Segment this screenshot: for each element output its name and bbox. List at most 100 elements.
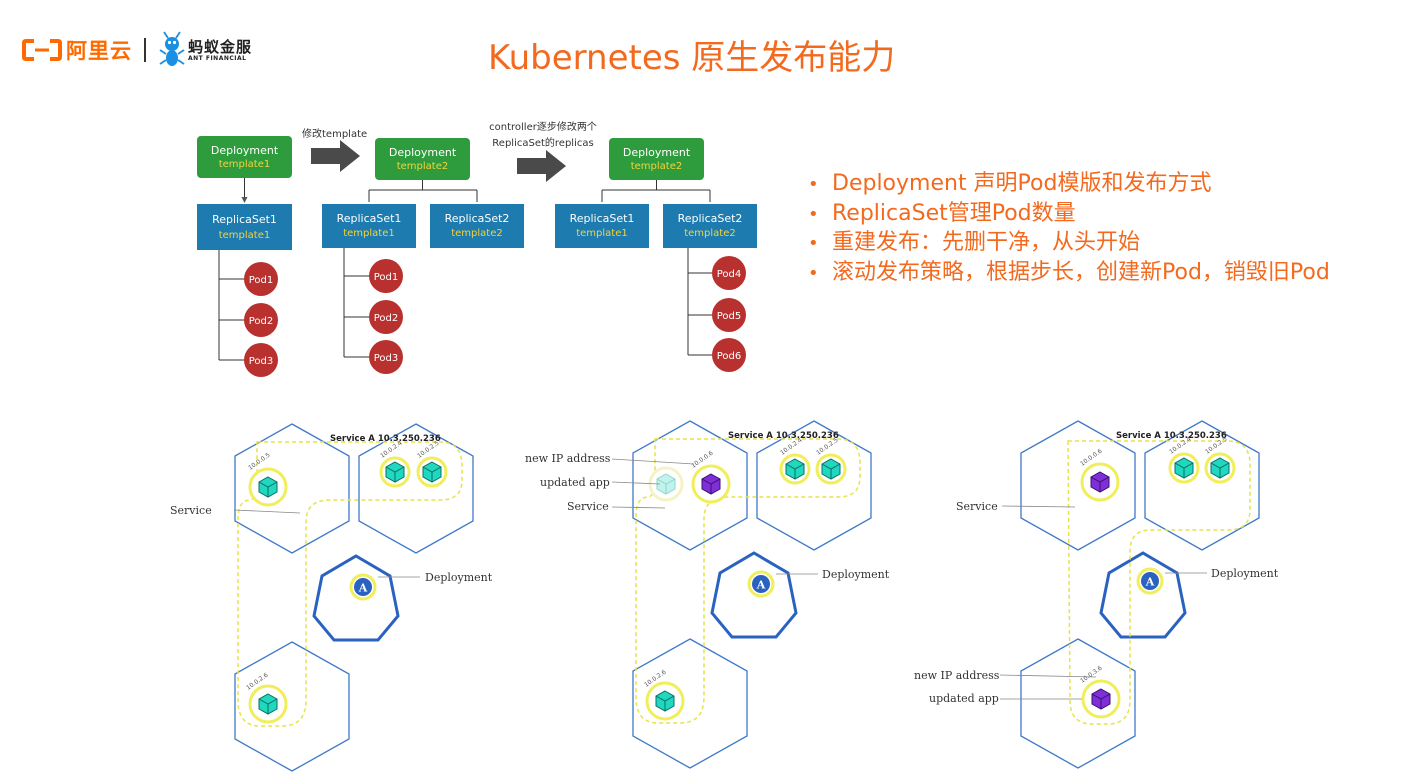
deployment-template: template2 <box>631 161 683 172</box>
deployment-label: Deployment <box>425 571 493 584</box>
service-header: Service A 10.3.250.236 <box>1116 431 1227 441</box>
pod-label: Pod1 <box>374 272 399 283</box>
pod-cube-icon <box>1210 457 1230 479</box>
ant-financial-logo: 蚂蚁金服 ANT FINANCIAL <box>158 30 252 70</box>
deployment-template: template2 <box>397 161 449 172</box>
pod-circle <box>244 343 278 377</box>
pod-cube-updated-icon <box>701 473 721 495</box>
deployment-template: template1 <box>219 159 271 170</box>
pod-cube-updated-icon <box>1090 471 1110 493</box>
deployment-label: Deployment <box>1211 567 1279 580</box>
bullet-item: •滚动发布策略，根据步长，创建新Pod，销毁旧Pod <box>808 259 1330 285</box>
pod-cube-icon <box>258 476 278 498</box>
pod-label: Pod4 <box>717 269 742 280</box>
replicaset-template: template1 <box>343 228 395 239</box>
aliyun-icon <box>22 39 62 61</box>
logo-divider <box>144 38 146 62</box>
bullet-item: •ReplicaSet管理Pod数量 <box>808 200 1076 226</box>
replicaset-box <box>663 204 757 248</box>
ant-logo-cn: 蚂蚁金服 <box>188 37 253 56</box>
node-hexagon <box>234 641 350 772</box>
pod-cube-icon <box>821 458 841 480</box>
deployment-badge <box>354 578 372 596</box>
flow-stage-1: Deployment template1 ReplicaSet1 templat… <box>197 136 292 377</box>
pod-circle <box>712 298 746 332</box>
service-boundary <box>635 438 861 724</box>
node-hexagon <box>358 423 474 554</box>
replicaset-name: ReplicaSet2 <box>678 212 743 225</box>
deployment-heptagon <box>710 551 798 639</box>
replicaset-box <box>322 204 416 248</box>
replicaset-box <box>555 204 649 248</box>
deployment-badge <box>752 575 770 593</box>
deployment-name: Deployment <box>623 146 691 159</box>
aliyun-logo-text: 阿里云 <box>66 39 132 63</box>
new-ip-label: new IP address <box>914 669 1000 682</box>
replicaset-name: ReplicaSet1 <box>337 212 402 225</box>
replicaset-template: template1 <box>576 228 628 239</box>
replicaset-name: ReplicaSet2 <box>445 212 510 225</box>
node-hexagon <box>234 423 350 554</box>
arrow-right-icon <box>311 140 360 172</box>
replicaset-name: ReplicaSet1 <box>570 212 635 225</box>
updated-app-label: updated app <box>929 692 999 705</box>
pod-label: Pod2 <box>374 313 399 324</box>
node-hexagon <box>1144 420 1260 551</box>
pod-cube-updated-icon <box>1091 688 1111 710</box>
rolling-panel-2: Service A 10.3.250.236 10.0.0.6 10.0.2.4… <box>525 420 890 769</box>
ant-icon <box>159 31 185 66</box>
pod-label: Pod1 <box>249 275 274 286</box>
rolling-panel-3: Service A 10.3.250.236 10.0.0.6 10.0.2.4… <box>914 420 1279 769</box>
header-logo: 阿里云 蚂蚁金服 ANT FINANCIAL <box>22 30 252 70</box>
node-hexagon <box>756 420 872 551</box>
updated-app-label: updated app <box>540 476 610 489</box>
replicaset-box <box>430 204 524 248</box>
deployment-badge-letter: A <box>358 582 368 595</box>
service-label: Service <box>170 504 212 517</box>
new-ip-label: new IP address <box>525 452 611 465</box>
pod-circle <box>244 262 278 296</box>
page-title: Kubernetes 原生发布能力 <box>488 38 896 78</box>
flow-stage-3: Deployment template2 ReplicaSet1 templat… <box>555 138 757 372</box>
deployment-label: Deployment <box>822 568 890 581</box>
service-header: Service A 10.3.250.236 <box>728 431 839 441</box>
deployment-box <box>375 138 470 180</box>
pod-label: Pod2 <box>249 316 274 327</box>
service-label: Service <box>567 500 609 513</box>
service-header: Service A 10.3.250.236 <box>330 434 441 444</box>
pod-label: Pod5 <box>717 311 742 322</box>
node-hexagon <box>1020 638 1136 769</box>
flow-arrow-2: controller逐步修改两个 ReplicaSet的replicas <box>489 120 597 182</box>
replicaset-template: template1 <box>219 230 271 241</box>
service-boundary <box>237 441 463 727</box>
ant-logo-en: ANT FINANCIAL <box>188 54 247 62</box>
arrow-right-icon <box>517 150 566 182</box>
replicaset-template: template2 <box>684 228 736 239</box>
pod-circle <box>712 338 746 372</box>
pod-cube-icon <box>385 461 405 483</box>
deployment-badge-letter: A <box>1145 576 1155 589</box>
deployment-badge <box>1141 572 1159 590</box>
pod-cube-icon <box>785 458 805 480</box>
deployment-name: Deployment <box>389 146 457 159</box>
replicaset-name: ReplicaSet1 <box>212 213 277 226</box>
flow-stage-2: Deployment template2 ReplicaSet1 templat… <box>322 138 524 374</box>
pod-circle <box>369 259 403 293</box>
deployment-heptagon <box>312 554 400 642</box>
bullet-list: •Deployment 声明Pod模版和发布方式 •ReplicaSet管理Po… <box>808 170 1330 288</box>
service-label: Service <box>956 500 998 513</box>
pod-cube-icon <box>422 461 442 483</box>
deployment-name: Deployment <box>211 144 279 157</box>
bullet-item: •Deployment 声明Pod模版和发布方式 <box>808 171 1212 196</box>
arrow1-label: 修改template <box>302 127 367 140</box>
pod-label: Pod3 <box>374 353 399 364</box>
node-hexagon <box>632 638 748 769</box>
pod-cube-icon <box>1174 457 1194 479</box>
pod-circle <box>712 256 746 290</box>
deployment-heptagon <box>1099 551 1187 639</box>
pod-label: Pod6 <box>717 351 742 362</box>
pod-circle <box>369 300 403 334</box>
bullet-item: •重建发布：先删干净，从头开始 <box>808 230 1141 256</box>
arrow2-label-line1: controller逐步修改两个 <box>489 120 597 133</box>
deployment-box <box>609 138 704 180</box>
